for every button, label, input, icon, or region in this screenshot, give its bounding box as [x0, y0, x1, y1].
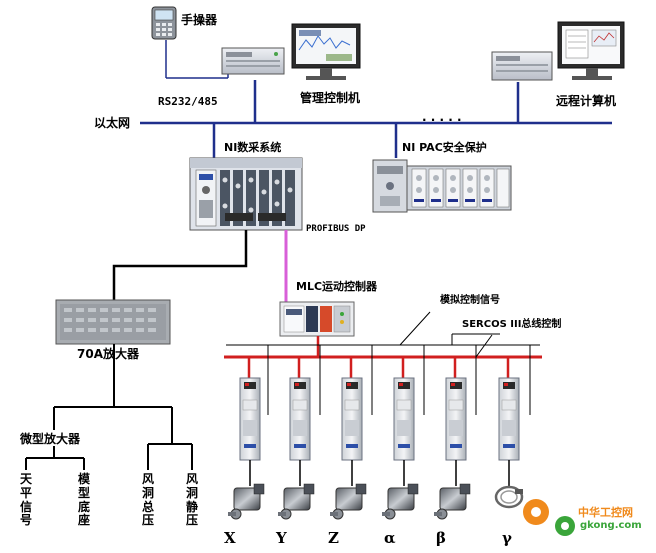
servo-drives: [239, 357, 520, 486]
axis-label-beta: β: [436, 529, 446, 547]
servo-motors: [228, 483, 524, 520]
watermark-logo: [523, 499, 575, 536]
servo-drive-gamma: [498, 357, 520, 486]
balance-signal-label: 天平信号: [19, 472, 32, 528]
servo-motor-x: [228, 483, 265, 520]
rs232-cable: [165, 40, 229, 79]
servo-motor-y: [278, 483, 315, 520]
analog-signal-label: 模拟控制信号: [440, 295, 500, 306]
ni-daq-chassis: [189, 157, 303, 231]
ni-daq-label: NI数采系统: [224, 141, 282, 154]
handheld-device: [151, 6, 177, 40]
remote-pc: [491, 21, 625, 81]
ni-pac-unit: [372, 159, 512, 213]
axis-label-x: X: [224, 529, 236, 547]
handheld-label: 手操器: [181, 13, 218, 27]
servo-motor-gamma: [494, 485, 524, 509]
model-base-label: 模型底座: [77, 472, 90, 528]
management-pc: [221, 23, 361, 80]
micro-amp-label: 微型放大器: [20, 432, 81, 446]
remote-pc-label: 远程计算机: [556, 94, 617, 108]
servo-motor-alpha: [382, 483, 419, 520]
axis-label-alpha: α: [384, 529, 396, 547]
amplifier-tree: [25, 344, 193, 470]
watermark-site-url: gkong.com: [580, 520, 642, 531]
mgmt-pc-label: 管理控制机: [300, 91, 361, 105]
tunnel-static-pressure-label: 风洞静压: [185, 472, 198, 528]
servo-drive-beta: [445, 357, 467, 486]
watermark-site-name: 中华工控网: [578, 506, 633, 519]
bus-lines: [224, 311, 542, 415]
tunnel-total-pressure-label: 风洞总压: [141, 472, 154, 528]
amp70a-label: 70A放大器: [77, 347, 139, 361]
servo-drive-alpha: [393, 357, 415, 486]
servo-drive-z: [341, 357, 363, 486]
rs232-label: RS232/485: [158, 95, 218, 108]
servo-motor-beta: [434, 483, 471, 520]
amplifier-70a: [55, 299, 171, 345]
axis-label-y: Y: [276, 529, 287, 547]
servo-drive-y: [289, 357, 311, 486]
ethernet-label: 以太网: [94, 116, 131, 130]
ethernet-dots: · · · · ·: [422, 113, 462, 127]
ethernet-network: [140, 80, 612, 158]
mlc-label: MLC运动控制器: [296, 280, 378, 293]
axis-label-gamma: γ: [502, 529, 512, 547]
profibus-label: PROFIBUS DP: [306, 224, 366, 234]
daq-amplifier-wire: [112, 230, 248, 300]
servo-drive-x: [239, 357, 261, 486]
sercos-label: SERCOS III总线控制: [462, 319, 562, 330]
axis-label-z: Z: [328, 529, 339, 547]
servo-motor-z: [330, 483, 367, 520]
mlc-controller: [279, 301, 355, 337]
ni-pac-label: NI PAC安全保护: [402, 141, 487, 154]
